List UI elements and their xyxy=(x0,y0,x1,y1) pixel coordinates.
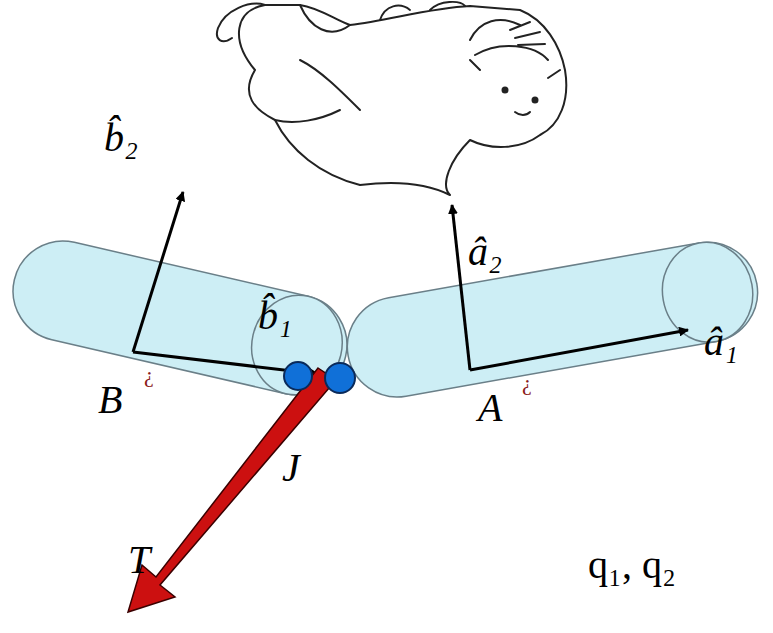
vector-b2 xyxy=(133,192,183,352)
vector-label: b̂₁ xyxy=(258,296,292,336)
vector-a2 xyxy=(452,205,470,370)
vector-a1 xyxy=(470,330,688,370)
joint-dot xyxy=(284,362,312,390)
joint-label: J xyxy=(282,448,300,488)
vector-label: â₁ xyxy=(704,322,738,362)
body-b-cylinder xyxy=(3,231,357,405)
vector-label: b̂₂ xyxy=(104,118,138,158)
force-arrow xyxy=(128,368,336,612)
frame-label: B xyxy=(98,380,122,420)
cat-sketch xyxy=(217,2,566,195)
vector-label: â₂ xyxy=(468,232,502,272)
frame-label: A xyxy=(478,388,502,428)
glyph-mark: ¿ xyxy=(522,372,532,394)
body-a-cylinder xyxy=(339,234,765,405)
glyph-mark: ¿ xyxy=(144,364,154,386)
force-label: T xyxy=(128,540,150,580)
joint-dot xyxy=(325,363,355,393)
coordinate-label: q₁, q₂ xyxy=(588,545,676,585)
